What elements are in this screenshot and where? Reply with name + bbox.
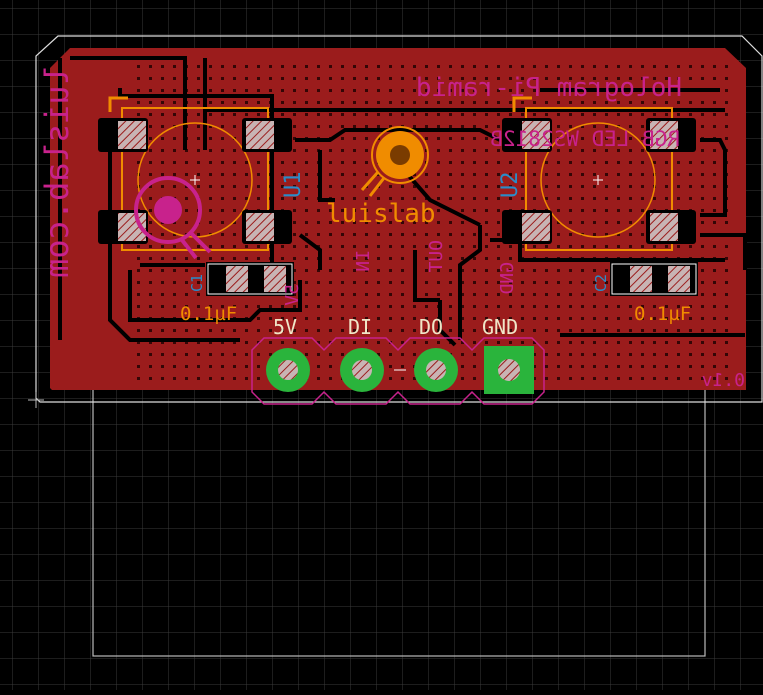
pin-label-gnd: GND xyxy=(482,315,518,339)
c1-value: 0.1µF xyxy=(180,303,237,325)
u2-label: U2 xyxy=(498,172,523,199)
connector-pin-gnd[interactable] xyxy=(484,346,534,394)
board-origin-icon xyxy=(28,392,44,408)
u2-pad-1-inner xyxy=(522,121,550,149)
u2-circle xyxy=(540,122,656,238)
c2-pad-2[interactable] xyxy=(668,266,690,292)
version-mirrored: 0.1v xyxy=(702,370,745,391)
c2-value: 0.1µF xyxy=(634,303,691,325)
back-label-gnd: GND xyxy=(497,262,518,295)
connector-outline xyxy=(251,337,545,405)
u1-pad-4-inner xyxy=(246,121,274,149)
u1-pad-3-inner xyxy=(246,213,274,241)
board-outline xyxy=(35,35,763,403)
bottom-layer-text: Hologram Pi-ramid RGB LED WS2812B luisla… xyxy=(38,66,745,391)
origin-cross-icon xyxy=(190,175,200,185)
u1-outline xyxy=(121,107,269,251)
u2-pad-3-inner xyxy=(650,213,678,241)
c2-outline xyxy=(611,263,697,295)
pin-label-5v: 5V xyxy=(273,315,297,339)
u2-pin1-marker xyxy=(512,96,532,112)
brand-side-mirrored: luislab.com xyxy=(38,66,76,278)
u2-footprint[interactable]: U2 xyxy=(498,96,696,251)
board-subtitle-mirrored: RGB LED WS2812B xyxy=(490,127,680,151)
c2-label: C2 xyxy=(592,274,610,292)
connector-pin-do[interactable] xyxy=(414,348,458,392)
u1-label: U1 xyxy=(281,172,306,199)
back-label-in: IN xyxy=(353,250,374,272)
luislab-logo-icon xyxy=(360,126,429,197)
back-label-out: OUT xyxy=(426,240,447,273)
traces xyxy=(58,56,747,347)
luislab-logo-mirrored-icon xyxy=(134,176,212,260)
back-label-5v: 5V xyxy=(282,284,303,306)
via-stitching xyxy=(130,60,730,380)
c1-label: C1 xyxy=(188,274,206,292)
c1-pad-2[interactable] xyxy=(264,266,286,292)
pin-label-di: DI xyxy=(348,315,372,339)
c1-footprint[interactable]: C1 0.1µF xyxy=(180,262,294,325)
board-title-mirrored: Hologram Pi-ramid xyxy=(416,73,682,103)
pin-label-do: DO xyxy=(419,315,443,339)
u2-outline xyxy=(525,107,673,251)
u1-pin1-marker xyxy=(108,96,128,112)
connector-header[interactable]: 5V DI DO GND xyxy=(251,315,545,405)
u2-pad-2-inner xyxy=(522,213,550,241)
u1-pad-1-inner xyxy=(118,121,146,149)
origin-cross-icon xyxy=(593,175,603,185)
connector-pin-di[interactable] xyxy=(340,348,384,392)
c2-pad-1[interactable] xyxy=(630,266,652,292)
u2-pad-4-inner xyxy=(650,121,678,149)
c1-outline xyxy=(207,263,293,295)
brand-top-label: luislab xyxy=(326,199,436,229)
c1-pad-1[interactable] xyxy=(226,266,248,292)
c2-footprint[interactable]: C2 0.1µF xyxy=(592,262,698,325)
connector-pin-5v[interactable] xyxy=(266,348,310,392)
